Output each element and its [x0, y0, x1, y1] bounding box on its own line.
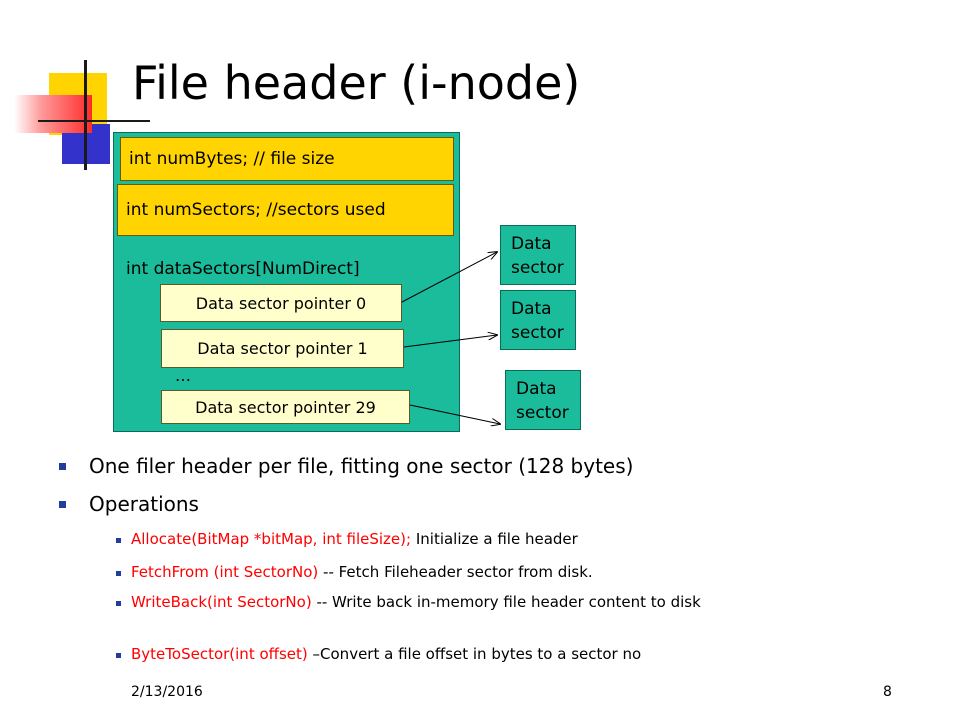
data-sector-box-3: Data sector	[505, 370, 581, 430]
operation-desc: -- Write back in-memory file header cont…	[311, 593, 701, 611]
field-num-bytes: int numBytes; // file size	[120, 137, 454, 181]
bullet-text-operations: Operations	[89, 492, 199, 516]
operation-code: FetchFrom (int SectorNo)	[131, 563, 319, 581]
data-sector-line1: Data	[511, 299, 552, 319]
operation-fetchfrom: FetchFrom (int SectorNo) -- Fetch Filehe…	[131, 562, 593, 582]
operation-code: WriteBack(int SectorNo)	[131, 593, 312, 611]
operation-code: Allocate(BitMap *bitMap, int fileSize);	[131, 530, 412, 548]
sub-bullet-marker	[116, 653, 121, 658]
bullet-text-header-per-file: One filer header per file, fitting one s…	[89, 454, 634, 478]
operation-allocate: Allocate(BitMap *bitMap, int fileSize); …	[131, 529, 578, 549]
logo-horizontal-line	[38, 120, 150, 122]
footer-date: 2/13/2016	[131, 684, 203, 700]
data-sector-line1: Data	[516, 379, 557, 399]
data-sector-line1: Data	[511, 234, 552, 254]
data-sector-pointer-29: Data sector pointer 29	[161, 390, 410, 424]
file-header-box	[113, 132, 460, 432]
sub-bullet-marker	[116, 538, 121, 543]
operation-desc: -- Fetch Fileheader sector from disk.	[318, 563, 593, 581]
data-sector-box-1: Data sector	[500, 225, 576, 285]
logo-vertical-line	[84, 60, 87, 170]
logo-red-gradient	[14, 95, 92, 133]
arrow-pointer-0	[401, 252, 497, 303]
field-num-sectors: int numSectors; //sectors used	[117, 184, 454, 236]
arrow-pointer-29	[409, 404, 500, 424]
arrow-pointer-1	[403, 335, 497, 348]
operation-writeback: WriteBack(int SectorNo) -- Write back in…	[131, 592, 831, 612]
pointer-ellipsis: …	[175, 366, 191, 385]
operation-bytetosector: ByteToSector(int offset) –Convert a file…	[131, 644, 641, 664]
bullet-marker	[59, 463, 66, 470]
slide-title: File header (i-node)	[132, 56, 581, 110]
data-sector-line2: sector	[511, 258, 564, 278]
data-sector-box-2: Data sector	[500, 290, 576, 350]
data-sector-line2: sector	[511, 323, 564, 343]
data-sector-pointer-1: Data sector pointer 1	[161, 329, 404, 368]
sub-bullet-marker	[116, 571, 121, 576]
operation-code: ByteToSector(int offset)	[131, 645, 308, 663]
sub-bullet-marker	[116, 601, 121, 606]
field-data-sectors-label: int dataSectors[NumDirect]	[126, 259, 360, 279]
footer-page-number: 8	[883, 684, 892, 700]
operation-desc: –Convert a file offset in bytes to a sec…	[307, 645, 642, 663]
data-sector-pointer-0: Data sector pointer 0	[160, 284, 402, 322]
operation-desc: Initialize a file header	[411, 530, 578, 548]
data-sector-line2: sector	[516, 403, 569, 423]
bullet-marker	[59, 501, 66, 508]
